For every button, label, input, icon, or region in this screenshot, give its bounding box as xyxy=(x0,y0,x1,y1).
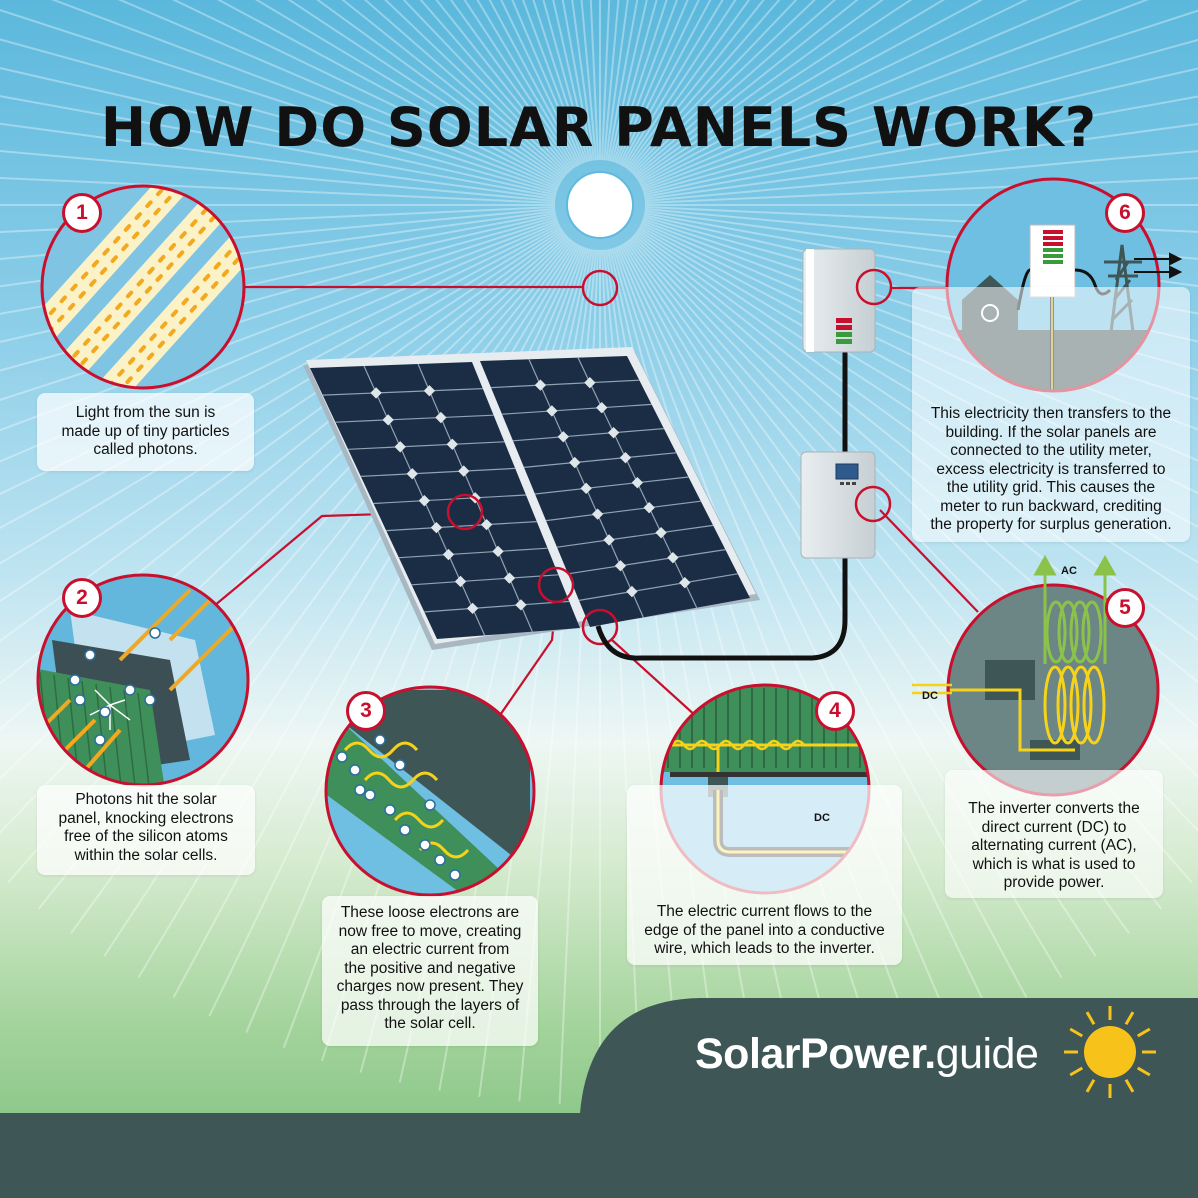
step-1-line: made up of tiny particles xyxy=(61,422,230,440)
step-6-line: the utility grid. This causes the xyxy=(946,479,1156,496)
step-2-number-badge: 2 xyxy=(62,578,102,618)
step-3-line: These loose electrons are xyxy=(340,904,520,921)
step-2-line: free of the silicon atoms xyxy=(64,828,228,845)
brand-sun-icon xyxy=(1064,1006,1156,1098)
step-3-line: now free to move, creating xyxy=(338,922,522,940)
step-6-line: meter to run backward, crediting xyxy=(940,497,1162,515)
step-3-line: pass through the layers of xyxy=(340,996,520,1014)
step-1-line: Light from the sun is xyxy=(75,404,216,421)
step-6-line: building. If the solar panels are xyxy=(945,423,1157,441)
page-title: HOW DO SOLAR PANELS WORK? xyxy=(100,96,1098,159)
step-3-number-badge: 3 xyxy=(346,691,386,731)
step-3-line: charges now present. They xyxy=(336,978,524,995)
step-4-number-badge: 4 xyxy=(815,691,855,731)
step-4-description: The electric current flows to the edge o… xyxy=(627,785,902,965)
step-4-line: wire, which leads to the inverter. xyxy=(654,940,875,957)
brand-logo: SolarPower.guide xyxy=(695,1030,1039,1079)
step-5-line: alternating current (AC), xyxy=(971,837,1137,854)
sun-icon xyxy=(566,171,634,239)
utility-meter-device xyxy=(802,248,876,353)
step-5-number-badge: 5 xyxy=(1105,588,1145,628)
solar-panel-illustration xyxy=(303,347,760,650)
step-2-description: Photons hit the solar panel, knocking el… xyxy=(37,785,255,875)
step-6-line: connected to the utility meter, xyxy=(950,442,1152,459)
step-5-line: The inverter converts the xyxy=(968,800,1140,817)
dc-label-step-4: DC xyxy=(814,812,830,824)
step-3-line: an electric current from xyxy=(350,941,510,958)
step-3-line: the solar cell. xyxy=(384,1015,476,1032)
step-5-line: direct current (DC) to xyxy=(981,818,1127,836)
step-4-line: The electric current flows to the xyxy=(656,903,873,920)
step-1-description: Light from the sun is made up of tiny pa… xyxy=(37,393,254,471)
step-5-line: which is what is used to xyxy=(972,855,1136,873)
ac-label-step-5: AC xyxy=(1061,565,1077,577)
step-6-description: This electricity then transfers to the b… xyxy=(912,287,1190,542)
brand-name-bold: SolarPower. xyxy=(695,1030,936,1078)
step-1-number-badge: 1 xyxy=(62,193,102,233)
inverter-device xyxy=(800,451,876,559)
step-5-line: provide power. xyxy=(1003,874,1105,891)
step-6-line: This electricity then transfers to the xyxy=(930,405,1172,422)
step-6-number-badge: 6 xyxy=(1105,193,1145,233)
step-3-line: the positive and negative xyxy=(344,959,516,977)
dc-label-step-5: DC xyxy=(922,690,938,702)
step-4-line: edge of the panel into a conductive xyxy=(644,921,885,939)
step-1-line: called photons. xyxy=(93,441,198,458)
step-3-description: These loose electrons are now free to mo… xyxy=(322,896,538,1046)
step-6-line: the property for surplus generation. xyxy=(930,516,1172,533)
step-2-line: panel, knocking electrons xyxy=(58,809,234,827)
ac-output-arrows xyxy=(1033,554,1117,664)
step-2-line: Photons hit the solar xyxy=(75,791,217,808)
step-5-description: The inverter converts the direct current… xyxy=(945,770,1163,898)
step-2-line: within the solar cells. xyxy=(74,846,218,864)
step-6-line: excess electricity is transferred to xyxy=(936,460,1166,478)
brand-name-light: guide xyxy=(935,1030,1039,1078)
